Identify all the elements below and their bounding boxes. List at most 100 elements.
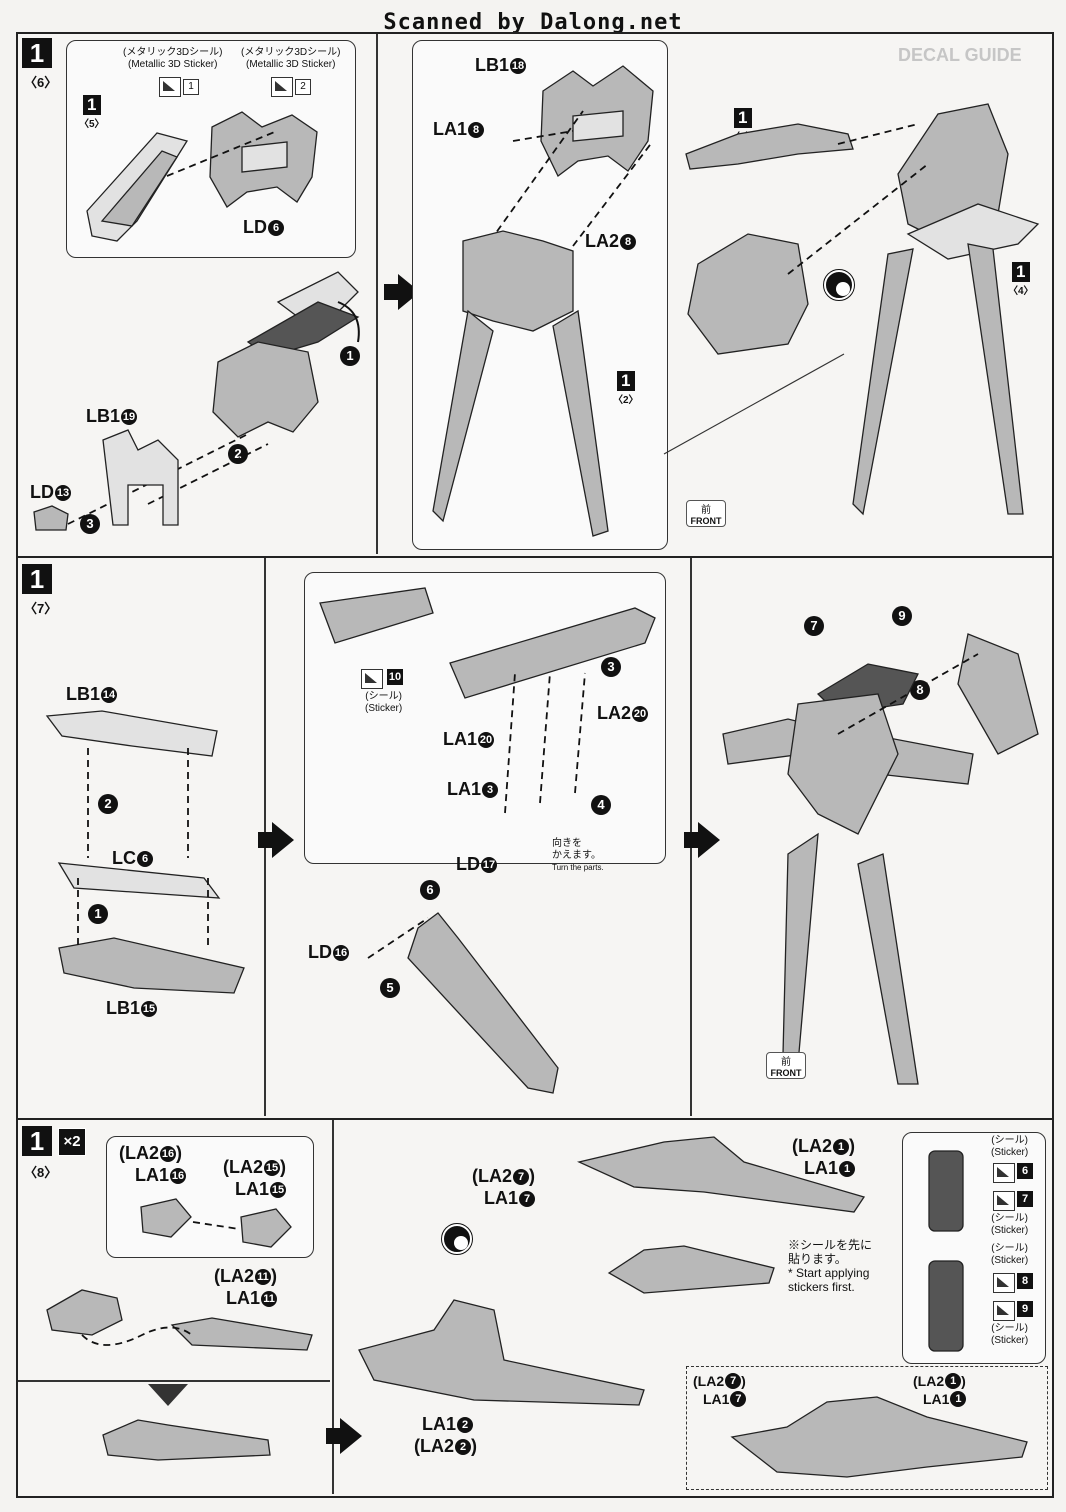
sticker-number: 10 <box>387 669 403 685</box>
wing-tip-drawing <box>46 1289 313 1351</box>
backpack-assembly-drawing <box>722 633 1039 1085</box>
step-sub-number: 〈8〉 <box>24 1165 58 1180</box>
step-number: 1 <box>22 564 52 594</box>
sticker-label-jp: (メタリック3Dシール) <box>123 47 223 58</box>
wing-blade-drawing <box>367 912 559 1094</box>
flow-arrow <box>258 822 294 858</box>
step-circle: 2 <box>98 794 118 814</box>
sticker-placement-box: (シール) (Sticker) 6 7 (シール) (Sticker) (シール… <box>902 1132 1046 1364</box>
step-circle: 3 <box>80 514 100 534</box>
flow-arrow <box>684 822 720 858</box>
sticker-number: 7 <box>1017 1191 1033 1207</box>
sticker-icon <box>993 1301 1015 1321</box>
sticker-number: 1 <box>183 79 199 95</box>
turn-parts-note: 向きを かえます。 Turn the parts. <box>552 838 604 872</box>
sticker-label-jp: (シール) <box>991 1135 1028 1146</box>
sticker-label-jp: (シール) <box>991 1213 1028 1224</box>
sticker-icon <box>993 1163 1015 1183</box>
leg-frame-drawing <box>432 230 609 537</box>
armor-part-drawing <box>86 132 189 242</box>
wing-lower-drawing <box>58 937 245 994</box>
step-sub-number: 〈6〉 <box>24 75 58 90</box>
wing-body-drawing <box>449 607 656 699</box>
step-circle: 4 <box>591 795 611 815</box>
hip-part-drawing <box>540 65 654 177</box>
step-reference: 1〈4〉 <box>1008 262 1034 297</box>
small-part-drawing <box>33 505 69 531</box>
sticker-strip-drawing <box>928 1150 964 1352</box>
step-sub-number: 〈7〉 <box>24 601 58 616</box>
sticker-first-note: ※シールを先に 貼ります。 * Start applying stickers … <box>788 1238 873 1294</box>
sticker-icon <box>271 77 293 97</box>
chest-part-drawing <box>209 111 318 208</box>
step-number: 1 <box>22 1126 52 1156</box>
sticker-number: 6 <box>1017 1163 1033 1179</box>
sticker-icon <box>993 1191 1015 1211</box>
decal-guide-heading: DECAL GUIDE <box>898 45 1022 65</box>
step-circle: 1 <box>88 904 108 924</box>
quantity-badge: ×2 <box>58 1128 86 1156</box>
sticker-label-en: (Sticker) <box>991 1225 1029 1236</box>
small-part-pair-drawing <box>140 1198 292 1248</box>
sticker-icon <box>159 77 181 97</box>
sticker-label-jp: (シール) <box>991 1323 1028 1334</box>
watermark: Scanned by Dalong.net <box>383 10 683 35</box>
sticker-label-en: (Sticker) <box>365 703 403 714</box>
front-indicator: 前 FRONT <box>686 500 726 527</box>
step-circle: 9 <box>892 606 912 626</box>
wing-detail-drawing <box>319 587 434 644</box>
wing-inner-drawing <box>607 1245 775 1294</box>
sticker-icon <box>361 669 383 689</box>
color-marker-icon <box>823 269 855 301</box>
sticker-label-en: (Sticker) <box>991 1335 1029 1346</box>
down-arrow <box>148 1384 188 1406</box>
step-circle: 6 <box>420 880 440 900</box>
sticker-number: 8 <box>1017 1273 1033 1289</box>
step-circle: 2 <box>228 444 248 464</box>
flow-arrow <box>326 1418 362 1454</box>
full-leg-assembly-drawing <box>685 103 1040 516</box>
step-number: 1 <box>22 38 52 68</box>
wing-upper-drawing <box>45 710 218 757</box>
wing-shell-drawing <box>576 1136 866 1213</box>
sticker-label-jp: (シール) <box>991 1243 1028 1254</box>
sticker-label-en: (Sticker) <box>991 1255 1029 1266</box>
sticker-label-en: (Metallic 3D Sticker) <box>127 59 218 70</box>
wing-result-drawing <box>730 1396 1028 1478</box>
wing-full-drawing <box>358 1299 645 1406</box>
sticker-label-en: (Sticker) <box>991 1147 1029 1158</box>
step-reference: 1〈5〉 <box>79 95 105 130</box>
frame-part-drawing <box>102 429 179 526</box>
chest-assembly-drawing <box>212 271 360 438</box>
